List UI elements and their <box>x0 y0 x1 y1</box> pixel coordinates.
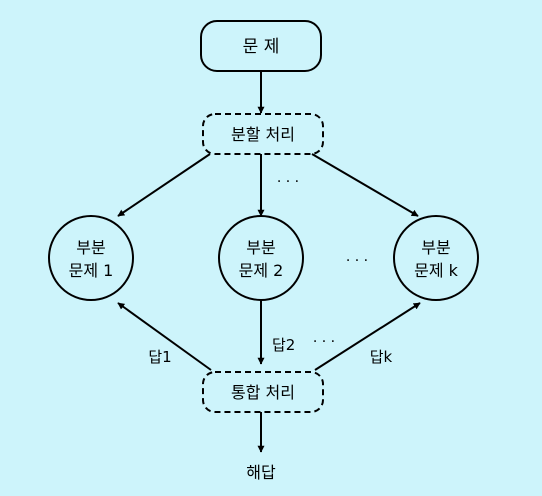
arrow-divide-to-subk <box>311 153 419 217</box>
subproblem-2-line1: 부분 <box>246 238 275 257</box>
combine-box <box>202 371 324 413</box>
divide-label: 분할 처리 <box>231 125 295 144</box>
subproblem-k-line1: 부분 <box>421 238 450 257</box>
subproblem-k-line2: 문제 k <box>414 261 459 280</box>
subproblem-1-line1: 부분 <box>76 238 105 257</box>
problem-label: 문 제 <box>243 37 280 57</box>
final-answer-label: 해답 <box>246 463 276 482</box>
divide-box <box>202 113 324 155</box>
answer-1-label: 답1 <box>148 348 171 366</box>
ellipsis-top: · · · <box>277 174 299 190</box>
subproblem-1-line2: 문제 1 <box>69 261 114 280</box>
combine-label: 통합 처리 <box>231 383 295 402</box>
subproblem-2-line2: 문제 2 <box>239 261 284 280</box>
answer-k-label: 답k <box>370 348 393 366</box>
answer-2-label: 답2 <box>272 336 295 354</box>
subproblem-2-circle <box>218 215 304 301</box>
arrow-divide-to-sub1 <box>117 153 211 217</box>
ellipsis-lower: · · · <box>313 334 335 350</box>
subproblem-k-circle <box>393 215 479 301</box>
ellipsis-middle: · · · <box>346 253 368 269</box>
arrow-combine-to-sub1 <box>117 302 212 371</box>
arrow-combine-to-subk <box>314 302 421 371</box>
subproblem-1-circle <box>48 215 134 301</box>
